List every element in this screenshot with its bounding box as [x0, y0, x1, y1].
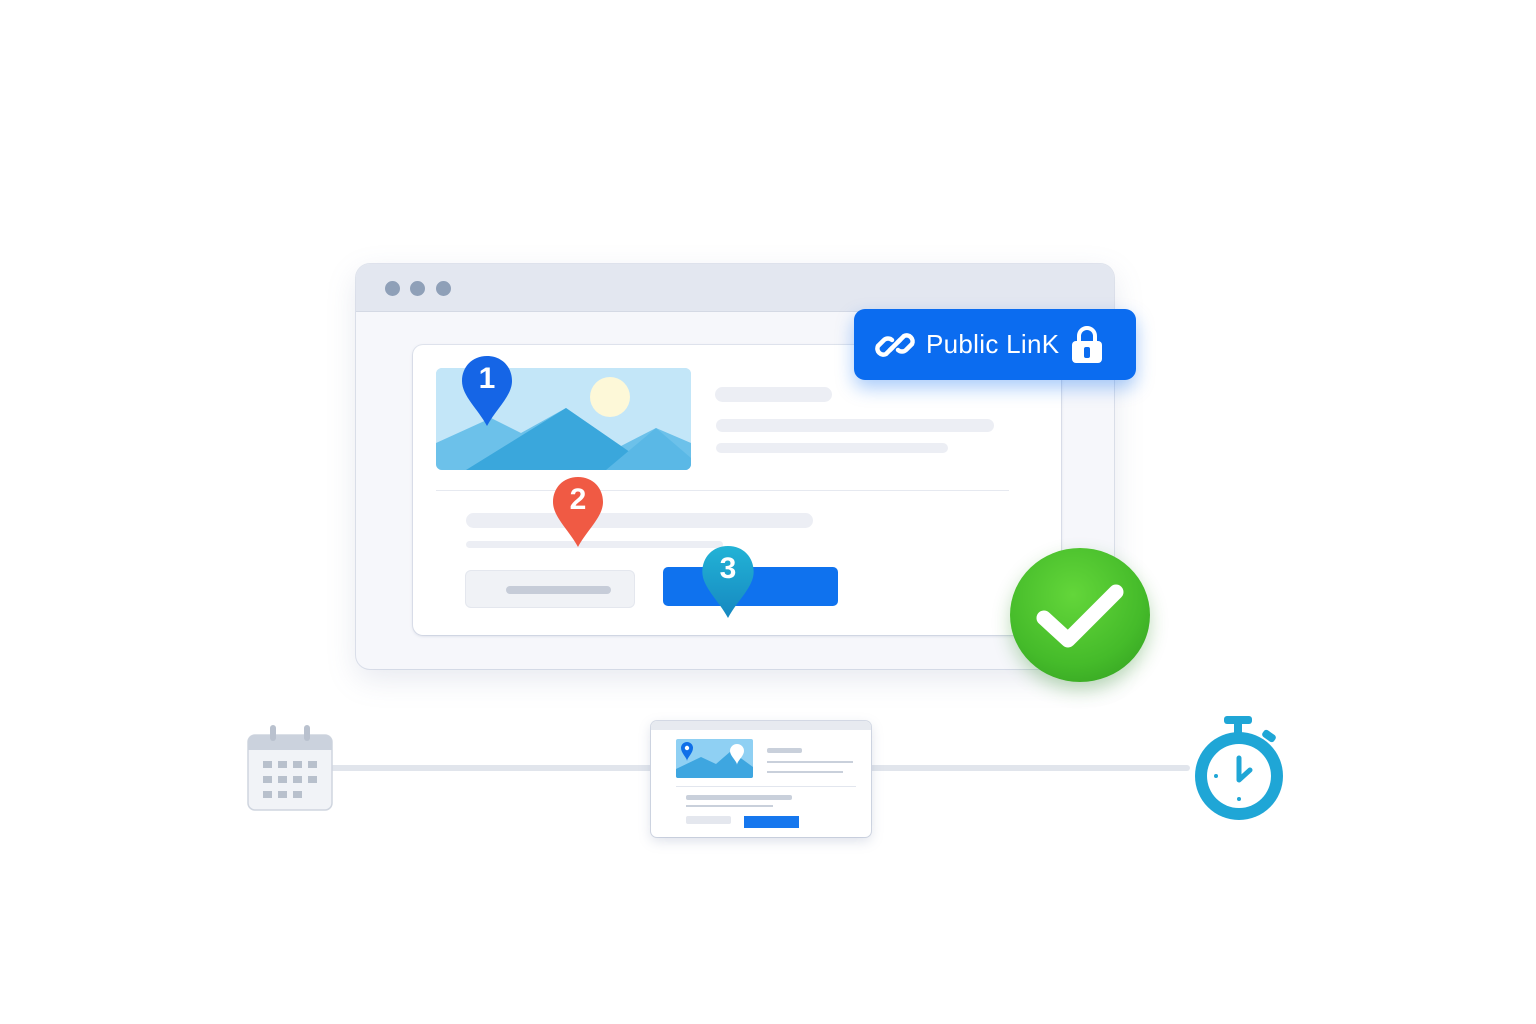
window-control-dot[interactable]: [436, 281, 451, 296]
map-pin-3[interactable]: 3: [700, 544, 756, 620]
pin-number: 1: [478, 362, 496, 395]
thumbnail-text-line: [767, 761, 853, 763]
map-pin-1[interactable]: 1: [460, 354, 514, 428]
thumbnail-text-line: [767, 771, 843, 773]
thumbnail-titlebar: [651, 721, 871, 730]
title-placeholder: [715, 387, 832, 402]
stopwatch-icon[interactable]: [1190, 714, 1290, 820]
pin-number: 2: [569, 483, 587, 516]
pin-number: 3: [719, 552, 737, 585]
thumbnail-text-line: [686, 805, 773, 807]
page-preview-thumbnail[interactable]: [651, 721, 871, 837]
secondary-button[interactable]: [466, 571, 634, 607]
divider: [436, 490, 1009, 491]
lock-icon: [1071, 325, 1103, 364]
text-line-placeholder: [466, 541, 723, 548]
map-pin-2[interactable]: 2: [551, 475, 605, 549]
link-icon: [874, 324, 916, 366]
thumbnail-text-line: [767, 748, 802, 753]
public-link-label: Public LinK: [926, 329, 1060, 359]
calendar-icon[interactable]: [247, 725, 333, 811]
window-titlebar: [356, 264, 1114, 312]
text-line-placeholder: [466, 513, 813, 528]
window-control-dot[interactable]: [410, 281, 425, 296]
thumbnail-primary-button: [744, 816, 799, 828]
public-link-button[interactable]: Public LinK: [854, 309, 1136, 380]
thumbnail-secondary-button: [686, 816, 731, 824]
text-line-placeholder: [716, 443, 948, 453]
thumbnail-divider: [676, 786, 856, 787]
success-badge: [1010, 548, 1150, 682]
thumbnail-text-line: [686, 795, 792, 800]
text-line-placeholder: [716, 419, 994, 432]
thumbnail-image: [676, 739, 753, 778]
button-label-placeholder: [506, 586, 611, 594]
window-control-dot[interactable]: [385, 281, 400, 296]
checkmark-icon: [1036, 584, 1124, 648]
